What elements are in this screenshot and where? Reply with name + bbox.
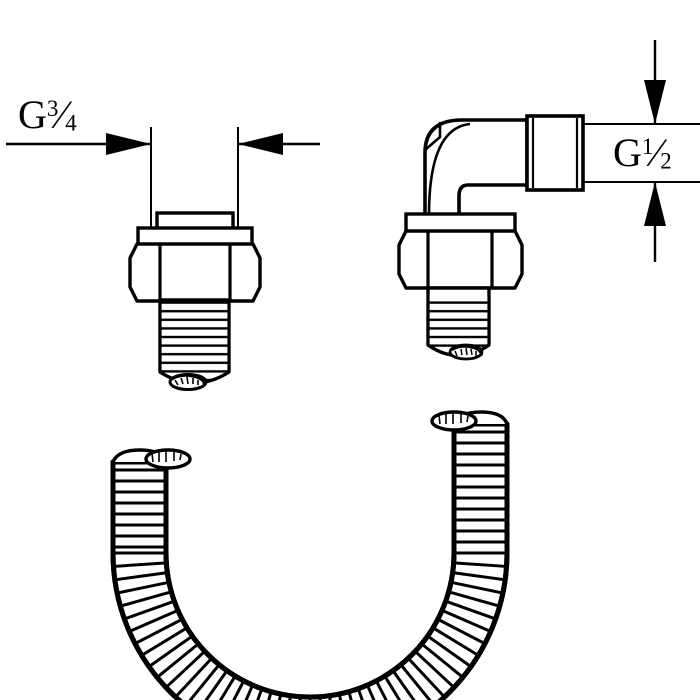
g34-denominator: 4 [65,110,77,137]
g12-numerator: 1 [641,133,654,160]
hose-left-open-end [111,448,192,470]
right-stud-end-opening [448,343,484,361]
hose-bend-ribs [113,551,507,700]
hose-outline-overlay [110,421,510,700]
g12-fraction-slash: ⁄ [653,130,661,175]
dim-arrow-left [106,133,151,155]
g34-numerator: 3 [46,95,59,122]
dimension-label-g34: G3⁄4 [18,95,77,136]
g12-denominator: 2 [660,148,672,175]
dim-arrow-top [644,80,666,124]
right-elbow-fitting [397,114,585,361]
elbow-female-socket [525,114,585,192]
right-stud-thread-hatch [428,296,489,356]
dim-arrow-bottom [644,182,666,226]
left-fitting-hex-nut [128,242,262,303]
g12-prefix: G [613,130,642,175]
right-fitting-hex-nut [397,229,524,290]
left-stud-thread-hatch [160,300,229,383]
u-shaped-corrugated-hose [110,410,510,700]
left-straight-fitting [128,211,262,391]
dimension-g34-group [6,127,320,232]
g34-fraction-slash: ⁄ [58,92,66,137]
dim-arrow-right [238,133,283,155]
elbow-upper-left-facet [424,122,442,151]
left-stud-end-opening [168,373,208,391]
elbow-inner-arc [427,122,471,216]
hose-right-open-end [430,410,509,432]
g34-prefix: G [18,92,47,137]
dimension-label-g12: G1⁄2 [613,133,672,174]
